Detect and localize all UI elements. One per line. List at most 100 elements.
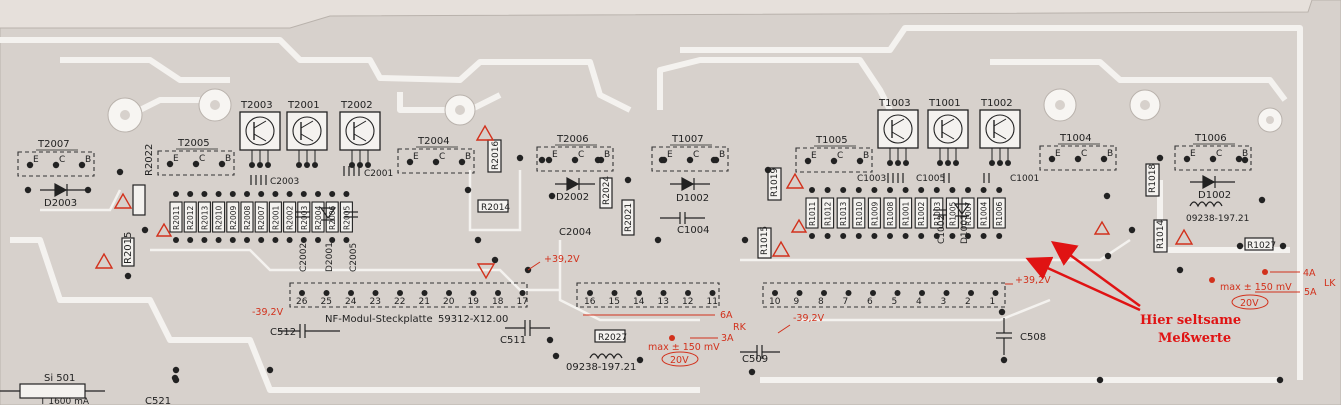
pin-letter: B [863, 151, 869, 161]
connector-strip-a [289, 282, 528, 308]
label-c508: C508 [1020, 332, 1046, 343]
label-6a: 6A [720, 310, 733, 321]
resistor-r1012: R1012 [821, 187, 835, 239]
solder-pad [218, 160, 226, 168]
pin-letter: B [1107, 149, 1113, 159]
label-c1002: C1002 [937, 215, 947, 244]
connector-strip-b [576, 282, 720, 308]
resistor-label: R1012 [824, 201, 833, 226]
solder-pad [1183, 155, 1191, 163]
transistor-label: T2003 [240, 100, 273, 111]
label-rk: RK [733, 322, 747, 333]
resistor-label: R1003 [933, 201, 942, 226]
solder-pad [903, 160, 909, 166]
resistor-r1004: R1004 [977, 187, 991, 239]
warning-triangles [94, 124, 1194, 280]
resistor-r2010: R2010 [212, 191, 226, 243]
solder-pad [166, 160, 174, 168]
label-3a: 3A [721, 333, 734, 344]
pin-number: 6 [867, 297, 873, 307]
resistor-r1002: R1002 [914, 187, 928, 239]
resistor-label: R2009 [229, 205, 238, 230]
power-transistor-t1002: T1002 [979, 98, 1021, 166]
connector-pin-15: 15 [609, 290, 620, 307]
solder-pad [1048, 155, 1056, 163]
pin-number: 2 [965, 297, 971, 307]
connector-pin-16: 16 [584, 290, 596, 307]
connector-strip-c [762, 282, 1006, 308]
power-transistor-t1001: T1001 [927, 98, 969, 166]
solder-pad [1074, 155, 1082, 163]
connector-pin-21: 21 [419, 290, 430, 307]
pin-number: 3 [941, 297, 947, 307]
solder-pad [895, 160, 901, 166]
annotation-arrow-upper [1050, 241, 1141, 308]
solder-pad [458, 158, 466, 166]
pin-letter: E [173, 154, 179, 164]
transistor-label: T1003 [878, 98, 911, 109]
label-coil-right: 09238-197.21 [1186, 214, 1249, 224]
label-5a: 5A [1304, 287, 1317, 298]
solder-pad [52, 161, 60, 169]
solder-pads [24, 154, 1287, 384]
pin-letter: E [1055, 149, 1061, 159]
solder-pad [296, 162, 302, 168]
power-transistor-t2002: T2002 [339, 100, 381, 168]
label-r2015: R2015 [123, 232, 134, 264]
pin-number: 21 [419, 297, 430, 307]
pin-number: 7 [843, 297, 849, 307]
pin-number: 17 [517, 297, 528, 307]
solder-pad [830, 157, 838, 165]
transistor-label: T1007 [671, 134, 704, 145]
pin-number: 22 [394, 297, 405, 307]
pin-number: 4 [916, 297, 922, 307]
pin-letter: B [85, 155, 91, 165]
solder-pad [192, 160, 200, 168]
label-d1002-left: D1002 [676, 193, 709, 204]
resistor-label: R2013 [200, 205, 209, 230]
transistor-label: T1005 [815, 135, 848, 146]
resistor-r2011: R2011 [169, 191, 183, 243]
label-d2001: D2001 [325, 242, 335, 272]
pin-number: 26 [296, 297, 308, 307]
pin-number: 1 [990, 297, 996, 307]
label-r1018: R1018 [1148, 164, 1158, 193]
label-20v-right: 20V [1240, 298, 1259, 309]
resistor-label: R1011 [808, 201, 817, 226]
label-r2027: R2027 [598, 333, 627, 343]
pin-letter: C [199, 154, 205, 164]
resistor-label: R2006 [328, 205, 337, 230]
solder-pad [1235, 155, 1243, 163]
label-c511: C511 [500, 335, 526, 346]
resistor-r2006: R2006 [325, 191, 339, 243]
label-max-150-left: max ± 150 mV [648, 342, 720, 353]
resistor-label: R1007 [964, 201, 973, 226]
label-d2002: D2002 [556, 192, 589, 203]
solder-pad [887, 160, 893, 166]
pin-letter: C [1216, 149, 1222, 159]
pin-number: 8 [818, 297, 824, 307]
transistor-label: T2005 [177, 138, 210, 149]
connector-pin-3: 3 [941, 290, 950, 307]
component-bodies [0, 139, 1274, 399]
resistor-r1007: R1007 [961, 187, 975, 239]
resistor-r2008: R2008 [240, 191, 254, 243]
transistor-label: T1001 [928, 98, 961, 109]
transistor-label: T2007 [37, 139, 70, 150]
resistor-label: R1002 [917, 201, 926, 226]
resistor-r2003: R2003 [297, 191, 311, 243]
resistor-r1013: R1013 [836, 187, 850, 239]
resistor-r2012: R2012 [183, 191, 197, 243]
label-c2005: C2005 [349, 243, 359, 272]
pin-letter: B [719, 150, 725, 160]
resistor-r2001: R2001 [268, 191, 282, 243]
resistor-label: R1013 [839, 201, 848, 226]
resistor-label: R2011 [172, 205, 181, 230]
label-c509: C509 [742, 354, 768, 365]
label-c1004: C1004 [677, 225, 709, 236]
connector-pin-18: 18 [492, 290, 504, 307]
pin-letter: E [552, 150, 558, 160]
resistor-label: R2003 [300, 205, 309, 230]
solder-pad [304, 162, 310, 168]
label-lk: LK [1324, 278, 1336, 289]
